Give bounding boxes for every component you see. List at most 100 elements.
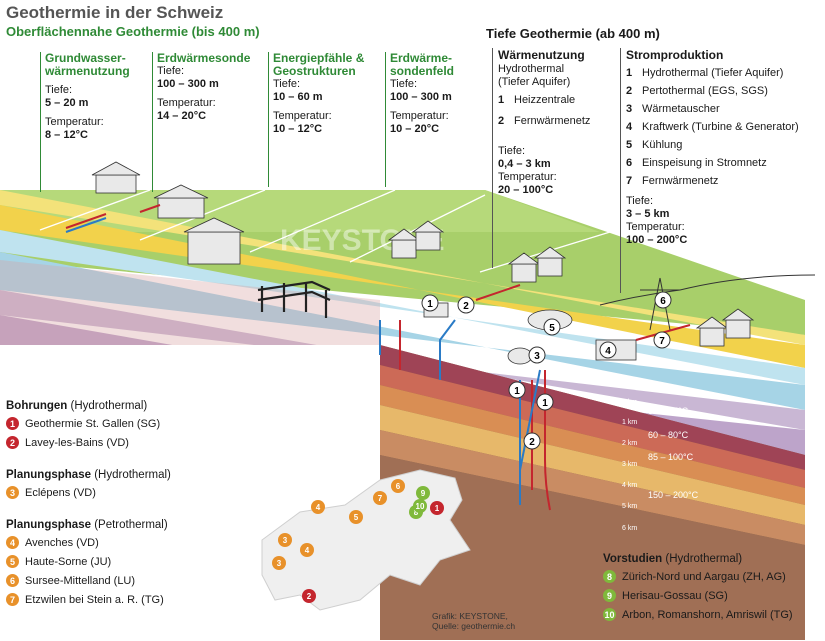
svg-text:2: 2 <box>529 437 535 448</box>
temp-label: Temperatur: <box>45 116 104 128</box>
temperature-zone-label: 150 – 200°C <box>648 490 699 500</box>
column-heading: Erdwärme- <box>390 51 453 65</box>
legend-heading: Planungsphase (Petrothermal) <box>6 519 168 531</box>
svg-text:2: 2 <box>463 301 469 312</box>
shallow-column-piles: Energiepfähle & Geostrukturen Tiefe: 10 … <box>273 52 383 136</box>
temperature-zone-label: 35 – 45°C <box>648 406 689 416</box>
temp-value: 100 – 200°C <box>626 234 688 246</box>
map-marker: 9 <box>416 486 430 500</box>
map-marker: 2 <box>302 589 316 603</box>
marker-icon: 2 <box>6 436 19 449</box>
svg-text:3: 3 <box>283 536 288 545</box>
depth-label: Tiefe: <box>273 78 301 90</box>
heat-sub: (Tiefer Aquifer) <box>498 76 571 88</box>
credit: Grafik: KEYSTONE, Quelle: geothermie.ch <box>432 611 516 631</box>
illustration-markers: 1 2 3 4 5 6 7 1 1 2 <box>421 291 672 450</box>
power-heading: Stromproduktion <box>626 48 724 62</box>
temperature-zone-label: 60 – 80°C <box>648 430 689 440</box>
svg-text:3: 3 <box>534 351 540 362</box>
svg-text:6: 6 <box>396 482 401 491</box>
svg-text:2: 2 <box>307 592 312 601</box>
map-marker: 4 <box>300 543 314 557</box>
marker-icon: 7 <box>6 593 19 606</box>
deep-geothermal-title: Tiefe Geothermie (ab 400 m) <box>486 26 660 41</box>
temp-label: Temperatur: <box>273 110 332 122</box>
depth-tick-label: 6 km <box>622 525 637 532</box>
depth-value: 5 – 20 m <box>45 97 89 109</box>
depth-value: 100 – 300 m <box>390 91 452 103</box>
buildings <box>91 161 755 365</box>
svg-text:1: 1 <box>435 504 440 513</box>
depth-value: 3 – 5 km <box>626 208 670 220</box>
marker-icon: 5 <box>6 555 19 568</box>
map-marker: 3 <box>278 533 292 547</box>
svg-text:4: 4 <box>305 546 310 555</box>
deep-heat-usage: Wärmenutzung Hydrothermal (Tiefer Aquife… <box>498 48 620 197</box>
column-heading: Geostrukturen <box>273 64 356 78</box>
depth-label: Tiefe: <box>498 145 526 157</box>
svg-text:4: 4 <box>316 503 321 512</box>
depth-value: 100 – 300 m <box>157 78 219 90</box>
map-marker: 6 <box>391 479 405 493</box>
page-title: Geothermie in der Schweiz <box>6 3 224 22</box>
map-marker: 7 <box>373 491 387 505</box>
marker-icon: 3 <box>6 486 19 499</box>
legend-heading: Vorstudien (Hydrothermal) <box>603 553 743 565</box>
marker-icon: 4 <box>6 536 19 549</box>
depth-tick-label: 5 km <box>622 503 637 510</box>
svg-text:5: 5 <box>354 513 359 522</box>
svg-text:10: 10 <box>416 502 425 511</box>
depth-scale: 0 km1 km2 km3 km4 km5 km6 km <box>622 399 637 532</box>
shallow-column-probe: Erdwärmesonde Tiefe: 100 – 300 m Tempera… <box>157 52 267 123</box>
marker-icon: 9 <box>603 589 616 602</box>
depth-tick-label: 1 km <box>622 419 637 426</box>
depth-tick-label: 2 km <box>622 440 637 447</box>
depth-label: Tiefe: <box>45 84 73 96</box>
map-marker: 1 <box>430 501 444 515</box>
map-marker: 4 <box>311 500 325 514</box>
map-marker: 10 <box>413 499 427 513</box>
map-marker: 3 <box>272 556 286 570</box>
marker-icon: 8 <box>603 570 616 583</box>
temp-label: Temperatur: <box>390 110 449 122</box>
temp-value: 10 – 20°C <box>390 123 440 135</box>
depth-value: 10 – 60 m <box>273 91 323 103</box>
heat-sub: Hydrothermal <box>498 63 565 75</box>
shallow-column-probe-field: Erdwärme- sondenfeld Tiefe: 100 – 300 m … <box>390 52 485 136</box>
svg-text:5: 5 <box>549 323 555 334</box>
power-pylon <box>599 274 816 331</box>
svg-text:3: 3 <box>277 559 282 568</box>
temp-value: 10 – 12°C <box>273 123 323 135</box>
column-heading: sondenfeld <box>390 64 455 78</box>
depth-value: 0,4 – 3 km <box>498 158 551 170</box>
depth-tick-label: 0 km <box>622 399 637 406</box>
column-heading: Erdwärmesonde <box>157 51 251 65</box>
temp-label: Temperatur: <box>157 97 216 109</box>
svg-text:8: 8 <box>414 508 419 517</box>
temp-label: Temperatur: <box>498 171 557 183</box>
marker-icon: 1 <box>6 417 19 430</box>
map-marker: 5 <box>349 510 363 524</box>
temp-value: 20 – 100°C <box>498 184 554 196</box>
page-subtitle: Oberflächennahe Geothermie (bis 400 m) <box>6 24 260 39</box>
pile-structure <box>257 280 331 318</box>
depth-tick-label: 4 km <box>622 482 637 489</box>
